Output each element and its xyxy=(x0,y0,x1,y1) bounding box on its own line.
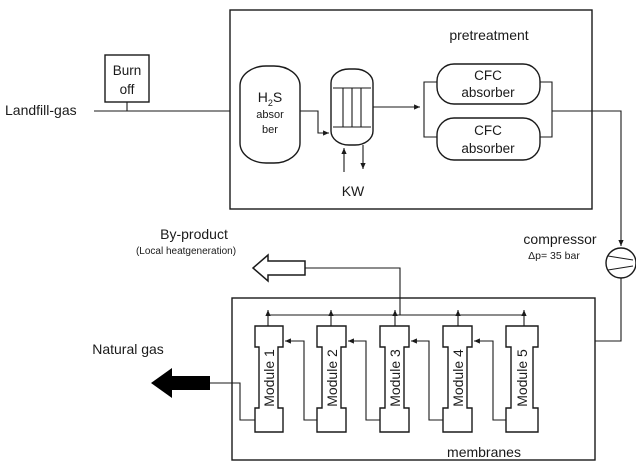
cfc-inlet-manifold xyxy=(423,81,437,138)
module-5-label: Module 5 xyxy=(514,349,530,407)
compressor-pressure-label: Δp= 35 bar xyxy=(528,250,580,262)
cfc-absorber-1-vessel xyxy=(436,63,541,105)
cfc-absorber-2: CFC absorber xyxy=(436,117,541,161)
compressor-label: compressor xyxy=(523,231,596,247)
pretreatment-to-compressor-line xyxy=(552,110,624,246)
burn-off-unit: Burn off xyxy=(104,54,150,111)
module-3-label: Module 3 xyxy=(387,349,403,407)
h2s-absorber-label: H2S xyxy=(258,89,282,108)
pretreatment-title: pretreatment xyxy=(449,27,528,43)
compressor-symbol-stroke-bottom xyxy=(607,265,634,271)
burn-off-label-line1: Burn xyxy=(113,63,142,78)
h2s-absorber-label-line2: absor xyxy=(256,109,284,121)
compressor-symbol xyxy=(605,247,636,279)
cooling-water-label: KW xyxy=(342,183,365,199)
module-4-to-3-line xyxy=(411,338,443,421)
byproduct-riser-line xyxy=(305,267,401,315)
membranes-frame xyxy=(231,297,596,461)
module-5-to-4-line xyxy=(474,338,506,421)
cfc-absorber-1-line1: CFC xyxy=(474,68,502,83)
natural-gas-outlet-line xyxy=(210,382,255,421)
compressor-symbol-stroke-top xyxy=(607,255,634,261)
cfc-absorber-1-line2: absorber xyxy=(461,85,515,100)
compressor-unit: compressor Δp= 35 bar xyxy=(523,231,636,279)
membranes-title: membranes xyxy=(447,444,521,460)
module-1-body xyxy=(254,325,284,433)
cfc-absorber-2-line2: absorber xyxy=(461,141,515,156)
pretreatment-section: pretreatment H2S absor ber KW xyxy=(229,9,593,210)
cfc-absorber-2-line1: CFC xyxy=(474,123,502,138)
module-3-body xyxy=(379,325,410,433)
byproduct-label: By-product xyxy=(160,226,228,242)
module-2-body xyxy=(316,325,347,433)
module-4-label: Module 4 xyxy=(450,349,466,407)
h2s-absorber-label-line3: ber xyxy=(262,124,278,136)
cfc-outlet-manifold xyxy=(540,81,553,138)
module-4-body xyxy=(442,325,473,433)
module-3-to-2-line xyxy=(348,338,380,421)
h2s-absorber-vessel xyxy=(239,65,301,164)
module-2-label: Module 2 xyxy=(324,349,340,407)
burn-off-label-line2: off xyxy=(120,82,135,97)
module-5-body xyxy=(505,325,539,433)
byproduct-arrow xyxy=(251,253,306,283)
cfc-absorber-1: CFC absorber xyxy=(436,63,541,105)
h2s-absorber: H2S absor ber xyxy=(239,65,301,164)
module-1-label: Module 1 xyxy=(261,349,277,407)
h2s-to-cooler-line xyxy=(300,110,329,136)
cfc-absorber-2-vessel xyxy=(436,117,541,161)
landfill-gas-label: Landfill-gas xyxy=(5,102,77,118)
byproduct-note: (Local heatgeneration) xyxy=(136,246,236,257)
heat-exchanger: KW xyxy=(330,68,374,199)
natural-gas-label: Natural gas xyxy=(92,341,164,357)
membranes-section: membranes Module 1 Module 2 Module 3 Mod… xyxy=(210,297,596,461)
module-2-to-1-line xyxy=(285,338,317,421)
natural-gas-arrow xyxy=(151,368,210,398)
